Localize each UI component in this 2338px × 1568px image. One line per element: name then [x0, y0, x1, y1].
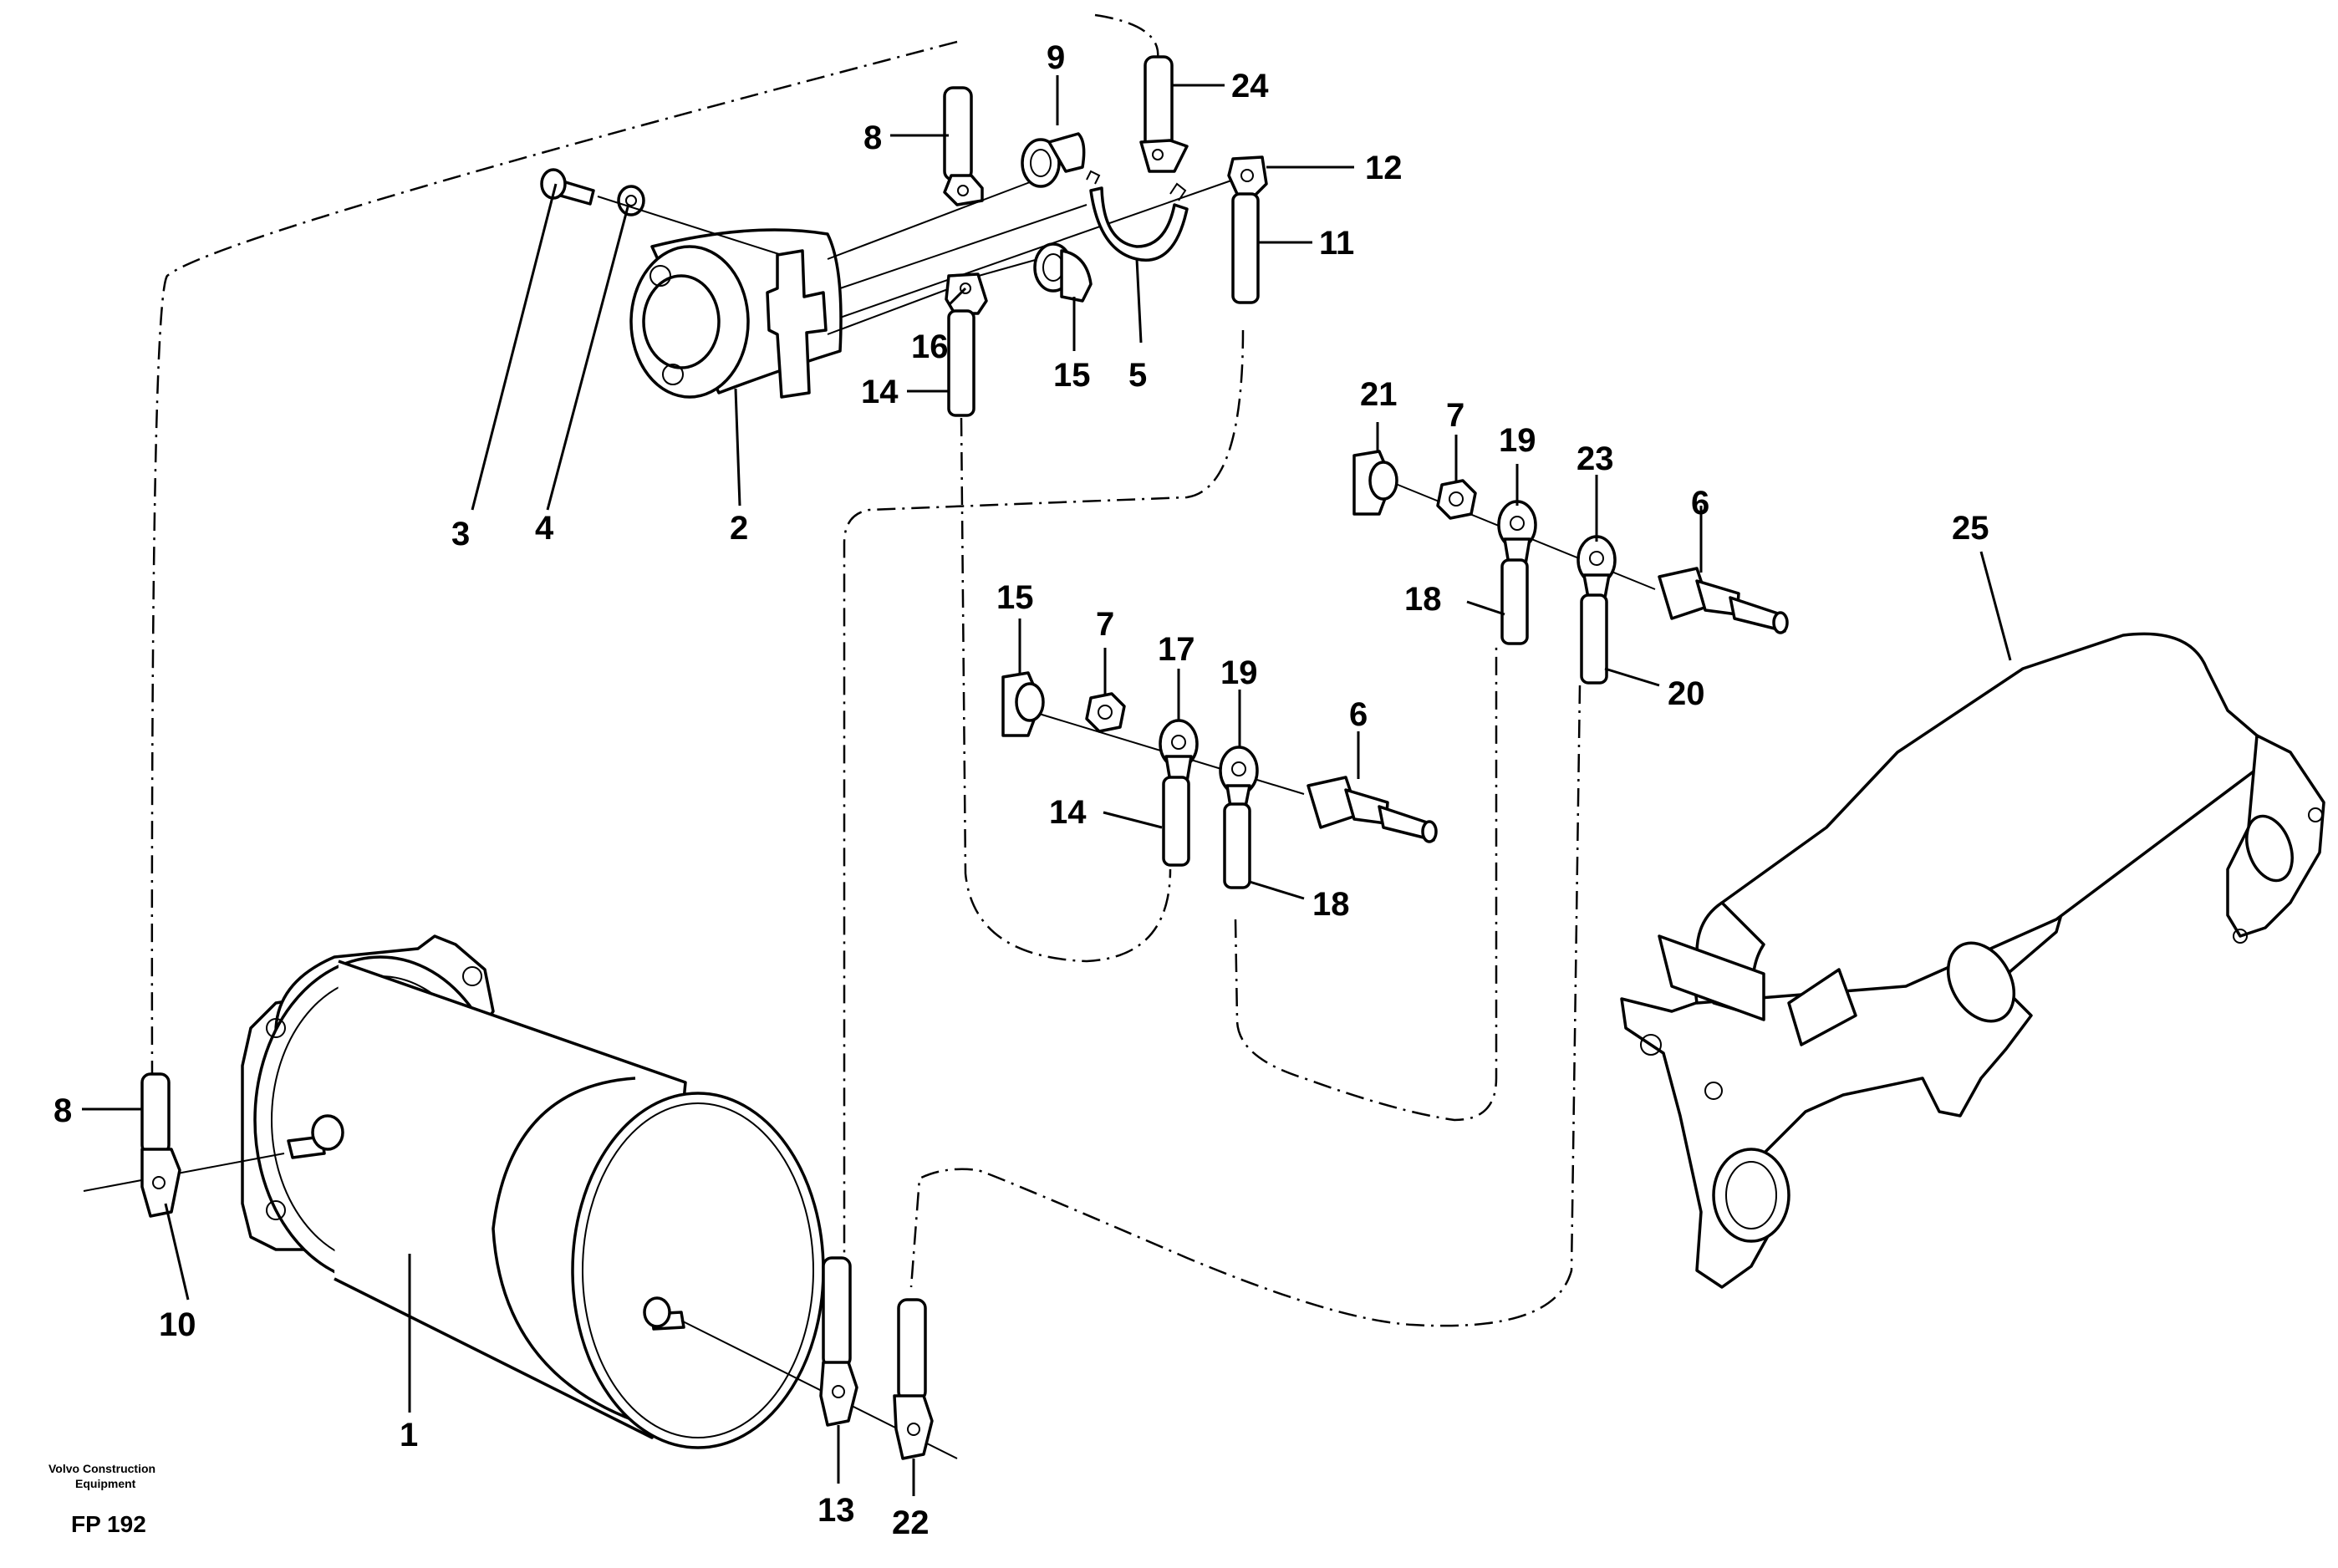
callout-20: 20: [1668, 675, 1705, 712]
callout-25: 25: [1952, 510, 1989, 547]
callout-11: 11: [1319, 225, 1354, 262]
callout-15: 15: [996, 579, 1034, 616]
top-connectors: [943, 55, 1268, 417]
callout-12: 12: [1365, 150, 1403, 186]
callout-24: 24: [1231, 68, 1269, 104]
callout-17: 17: [1158, 631, 1195, 668]
publisher-line-1: Volvo Construction: [48, 1462, 155, 1475]
callout-4: 4: [535, 510, 554, 547]
leader-lines: [82, 75, 2012, 1496]
callout-19: 19: [1220, 654, 1258, 691]
callout-10: 10: [159, 1306, 196, 1343]
callout-18: 18: [1404, 581, 1442, 618]
exhaust-manifold: [1620, 632, 2325, 1289]
cable-route-14: [960, 417, 1172, 963]
cable-route-18: [1234, 642, 1498, 1122]
callout-6: 6: [1349, 696, 1368, 733]
publisher-line-2: Equipment: [75, 1477, 136, 1490]
lower-connectors: [140, 1072, 934, 1460]
callout-15: 15: [1053, 357, 1091, 394]
callout-6: 6: [1691, 485, 1709, 522]
callout-16: 16: [911, 328, 949, 365]
callout-2: 2: [730, 510, 748, 547]
callout-22: 22: [892, 1504, 930, 1541]
callout-5: 5: [1128, 357, 1147, 394]
sensor-stack-upper: [1352, 450, 1789, 685]
callout-13: 13: [818, 1492, 855, 1529]
callout-14: 14: [1049, 794, 1087, 831]
figure-code: FP 192: [71, 1511, 146, 1537]
cable-route-24: [1094, 13, 1159, 59]
starter-motor: [83, 934, 958, 1459]
sensor-stack-middle: [1001, 671, 1438, 889]
callout-14: 14: [861, 374, 899, 410]
callout-7: 7: [1446, 397, 1464, 434]
callout-1: 1: [400, 1417, 418, 1453]
callout-19: 19: [1499, 422, 1536, 459]
callout-3: 3: [451, 516, 470, 552]
callout-8: 8: [863, 120, 882, 156]
cable-route-8: [150, 40, 958, 1079]
callout-labels: 8 9 24 12 11 16 14 15 5 3 4 2 21 7 19 23…: [53, 39, 1989, 1541]
callout-8: 8: [53, 1092, 72, 1129]
wiring-routes: [150, 13, 1582, 1327]
cable-route-11: [843, 329, 1245, 1279]
callout-23: 23: [1576, 440, 1614, 477]
solenoid-housing: [540, 168, 1246, 399]
callout-7: 7: [1096, 606, 1114, 643]
callout-9: 9: [1047, 39, 1065, 76]
callout-18: 18: [1312, 886, 1350, 923]
callout-21: 21: [1360, 376, 1398, 413]
figure-footer: Volvo Construction Equipment FP 192: [48, 1462, 155, 1537]
